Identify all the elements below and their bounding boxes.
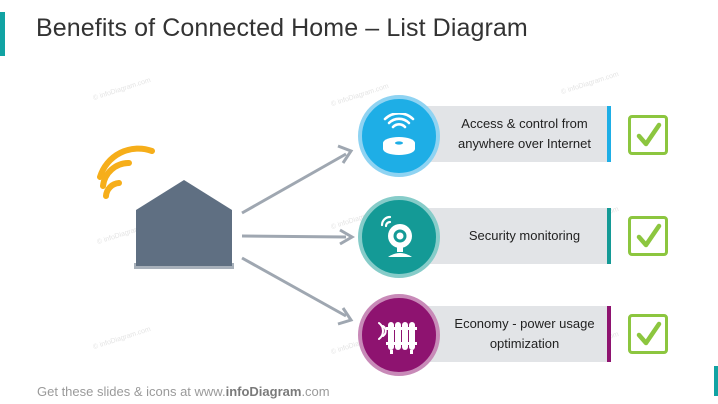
checkmark-icon [636, 321, 662, 346]
benefit-bar: Economy - power usage optimization [412, 306, 609, 362]
slide-accent-right [714, 366, 718, 396]
wireless-hub-icon [383, 113, 415, 155]
bar-accent [607, 106, 611, 162]
checkbox-checked [628, 115, 668, 155]
page-title: Benefits of Connected Home – List Diagra… [36, 14, 528, 42]
footer-credit: Get these slides & icons at www.infoDiag… [37, 384, 330, 399]
benefit-label: Economy - power usage optimization [454, 316, 595, 351]
bar-accent [607, 208, 611, 264]
radiator-icon [378, 322, 417, 354]
benefit-label: Security monitoring [468, 228, 581, 243]
footer-prefix: Get these slides & icons at www. [37, 384, 226, 399]
checkmark-icon [636, 122, 662, 147]
security-camera-icon [380, 215, 412, 257]
signal-icon [97, 145, 155, 199]
benefit-circle [358, 294, 440, 376]
checkbox-checked [628, 216, 668, 256]
benefit-circle [358, 196, 440, 278]
bar-accent [607, 306, 611, 362]
benefit-label: Access & control from anywhere over Inte… [458, 116, 591, 151]
benefit-bar: Access & control from anywhere over Inte… [412, 106, 609, 162]
slide-accent-left [0, 12, 5, 56]
house-icon [124, 172, 244, 269]
arrows [241, 144, 355, 326]
checkmark-icon [636, 223, 662, 248]
footer-brand: infoDiagram [225, 384, 302, 399]
checkbox-checked [628, 314, 668, 354]
footer-suffix: .com [301, 384, 330, 399]
benefit-circle [358, 95, 440, 177]
benefit-bar: Security monitoring [412, 208, 609, 264]
